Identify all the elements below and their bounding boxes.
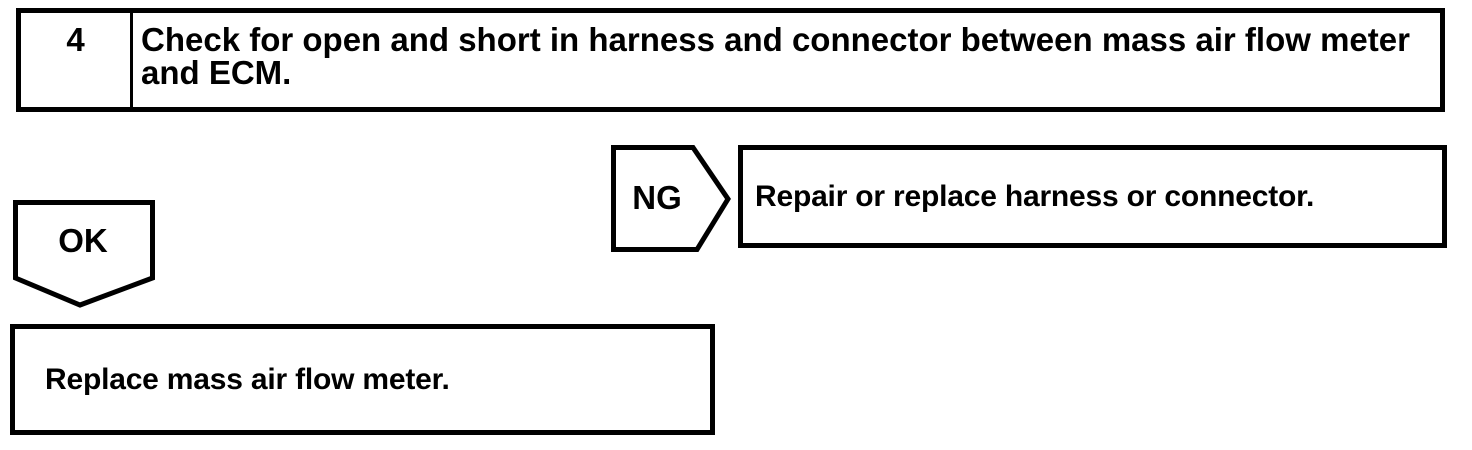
ng-action-box: Repair or replace harness or connector. <box>738 145 1447 248</box>
ok-tag: OK <box>13 200 155 308</box>
ng-action-text: Repair or replace harness or connector. <box>755 179 1315 213</box>
ng-arrow-right-icon <box>611 145 731 252</box>
ng-label: NG <box>632 179 682 216</box>
step-box: 4 Check for open and short in harness an… <box>16 8 1445 112</box>
ok-arrow-down-icon <box>13 200 155 308</box>
step-instruction: Check for open and short in harness and … <box>141 21 1410 91</box>
ok-label: OK <box>58 222 108 259</box>
step-number: 4 <box>21 13 133 107</box>
ok-action-box: Replace mass air flow meter. <box>10 324 715 435</box>
ng-tag: NG <box>611 145 731 252</box>
ok-action-text: Replace mass air flow meter. <box>45 362 450 396</box>
